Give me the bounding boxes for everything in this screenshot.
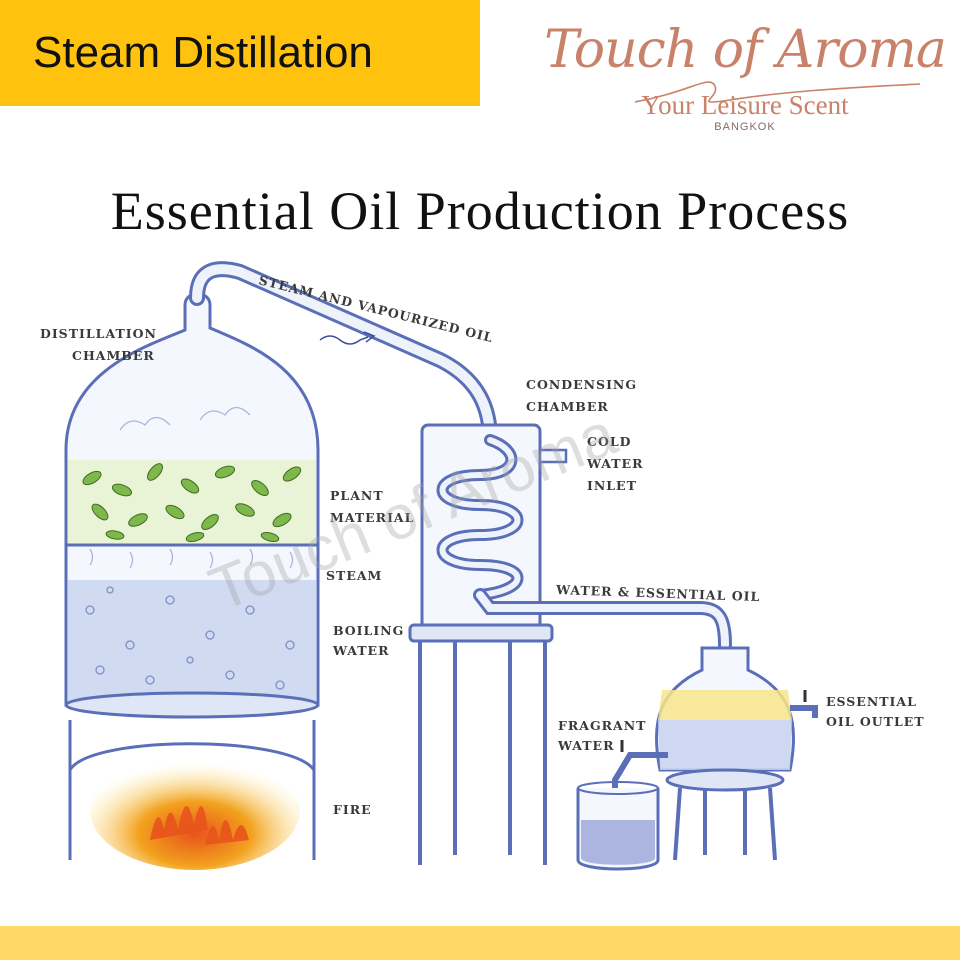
label-oil-outlet-2: OIL OUTLET bbox=[826, 714, 925, 729]
label-plant-material-2: MATERIAL bbox=[330, 510, 414, 525]
label-cold-water-inlet-3: INLET bbox=[587, 478, 637, 493]
label-steam: STEAM bbox=[326, 568, 382, 583]
category-label: Steam Distillation bbox=[33, 28, 373, 77]
water-siphon bbox=[612, 752, 668, 795]
separator-flask bbox=[612, 646, 818, 861]
label-cold-water-inlet: COLD bbox=[587, 434, 631, 449]
category-banner: Steam Distillation bbox=[0, 0, 480, 106]
label-condensing-chamber-2: CHAMBER bbox=[526, 399, 609, 414]
condensing-chamber bbox=[408, 423, 568, 865]
essential-oil-layer bbox=[658, 690, 792, 720]
bottom-strip bbox=[0, 926, 960, 960]
label-plant-material: PLANT bbox=[330, 488, 384, 503]
brand-logo: Touch of Aroma Your Leisure Scent BANGKO… bbox=[540, 14, 950, 164]
label-boiling-water: BOILING bbox=[333, 623, 404, 638]
distillation-chamber bbox=[64, 292, 320, 719]
distillation-diagram: DISTILLATION CHAMBER STEAM AND VAPOURIZE… bbox=[40, 261, 925, 871]
oil-outlet bbox=[790, 705, 818, 718]
brand-tagline: Your Leisure Scent bbox=[641, 90, 849, 120]
label-boiling-water-2: WATER bbox=[332, 643, 389, 658]
brand-city: BANGKOK bbox=[714, 121, 776, 133]
label-distillation-chamber-2: CHAMBER bbox=[72, 348, 155, 363]
page-title: Essential Oil Production Process bbox=[110, 181, 850, 241]
brand-swash-icon bbox=[634, 81, 921, 103]
label-oil-outlet: ESSENTIAL bbox=[826, 694, 917, 709]
label-fragrant-water: FRAGRANT bbox=[558, 718, 646, 733]
brand-name: Touch of Aroma bbox=[544, 20, 947, 80]
furnace-stand bbox=[68, 720, 316, 860]
label-cold-water-inlet-2: WATER bbox=[586, 456, 643, 471]
label-water-essential-oil: WATER & ESSENTIAL OIL bbox=[555, 582, 761, 604]
label-distillation-chamber: DISTILLATION bbox=[40, 326, 157, 341]
label-fragrant-water-2: WATER bbox=[557, 738, 614, 753]
fire bbox=[90, 750, 300, 870]
fragrant-water-beaker bbox=[576, 781, 660, 871]
plant-material bbox=[68, 460, 316, 545]
label-fire: FIRE bbox=[333, 802, 372, 817]
label-condensing-chamber: CONDENSING bbox=[526, 377, 637, 392]
boiling-water bbox=[68, 580, 316, 705]
